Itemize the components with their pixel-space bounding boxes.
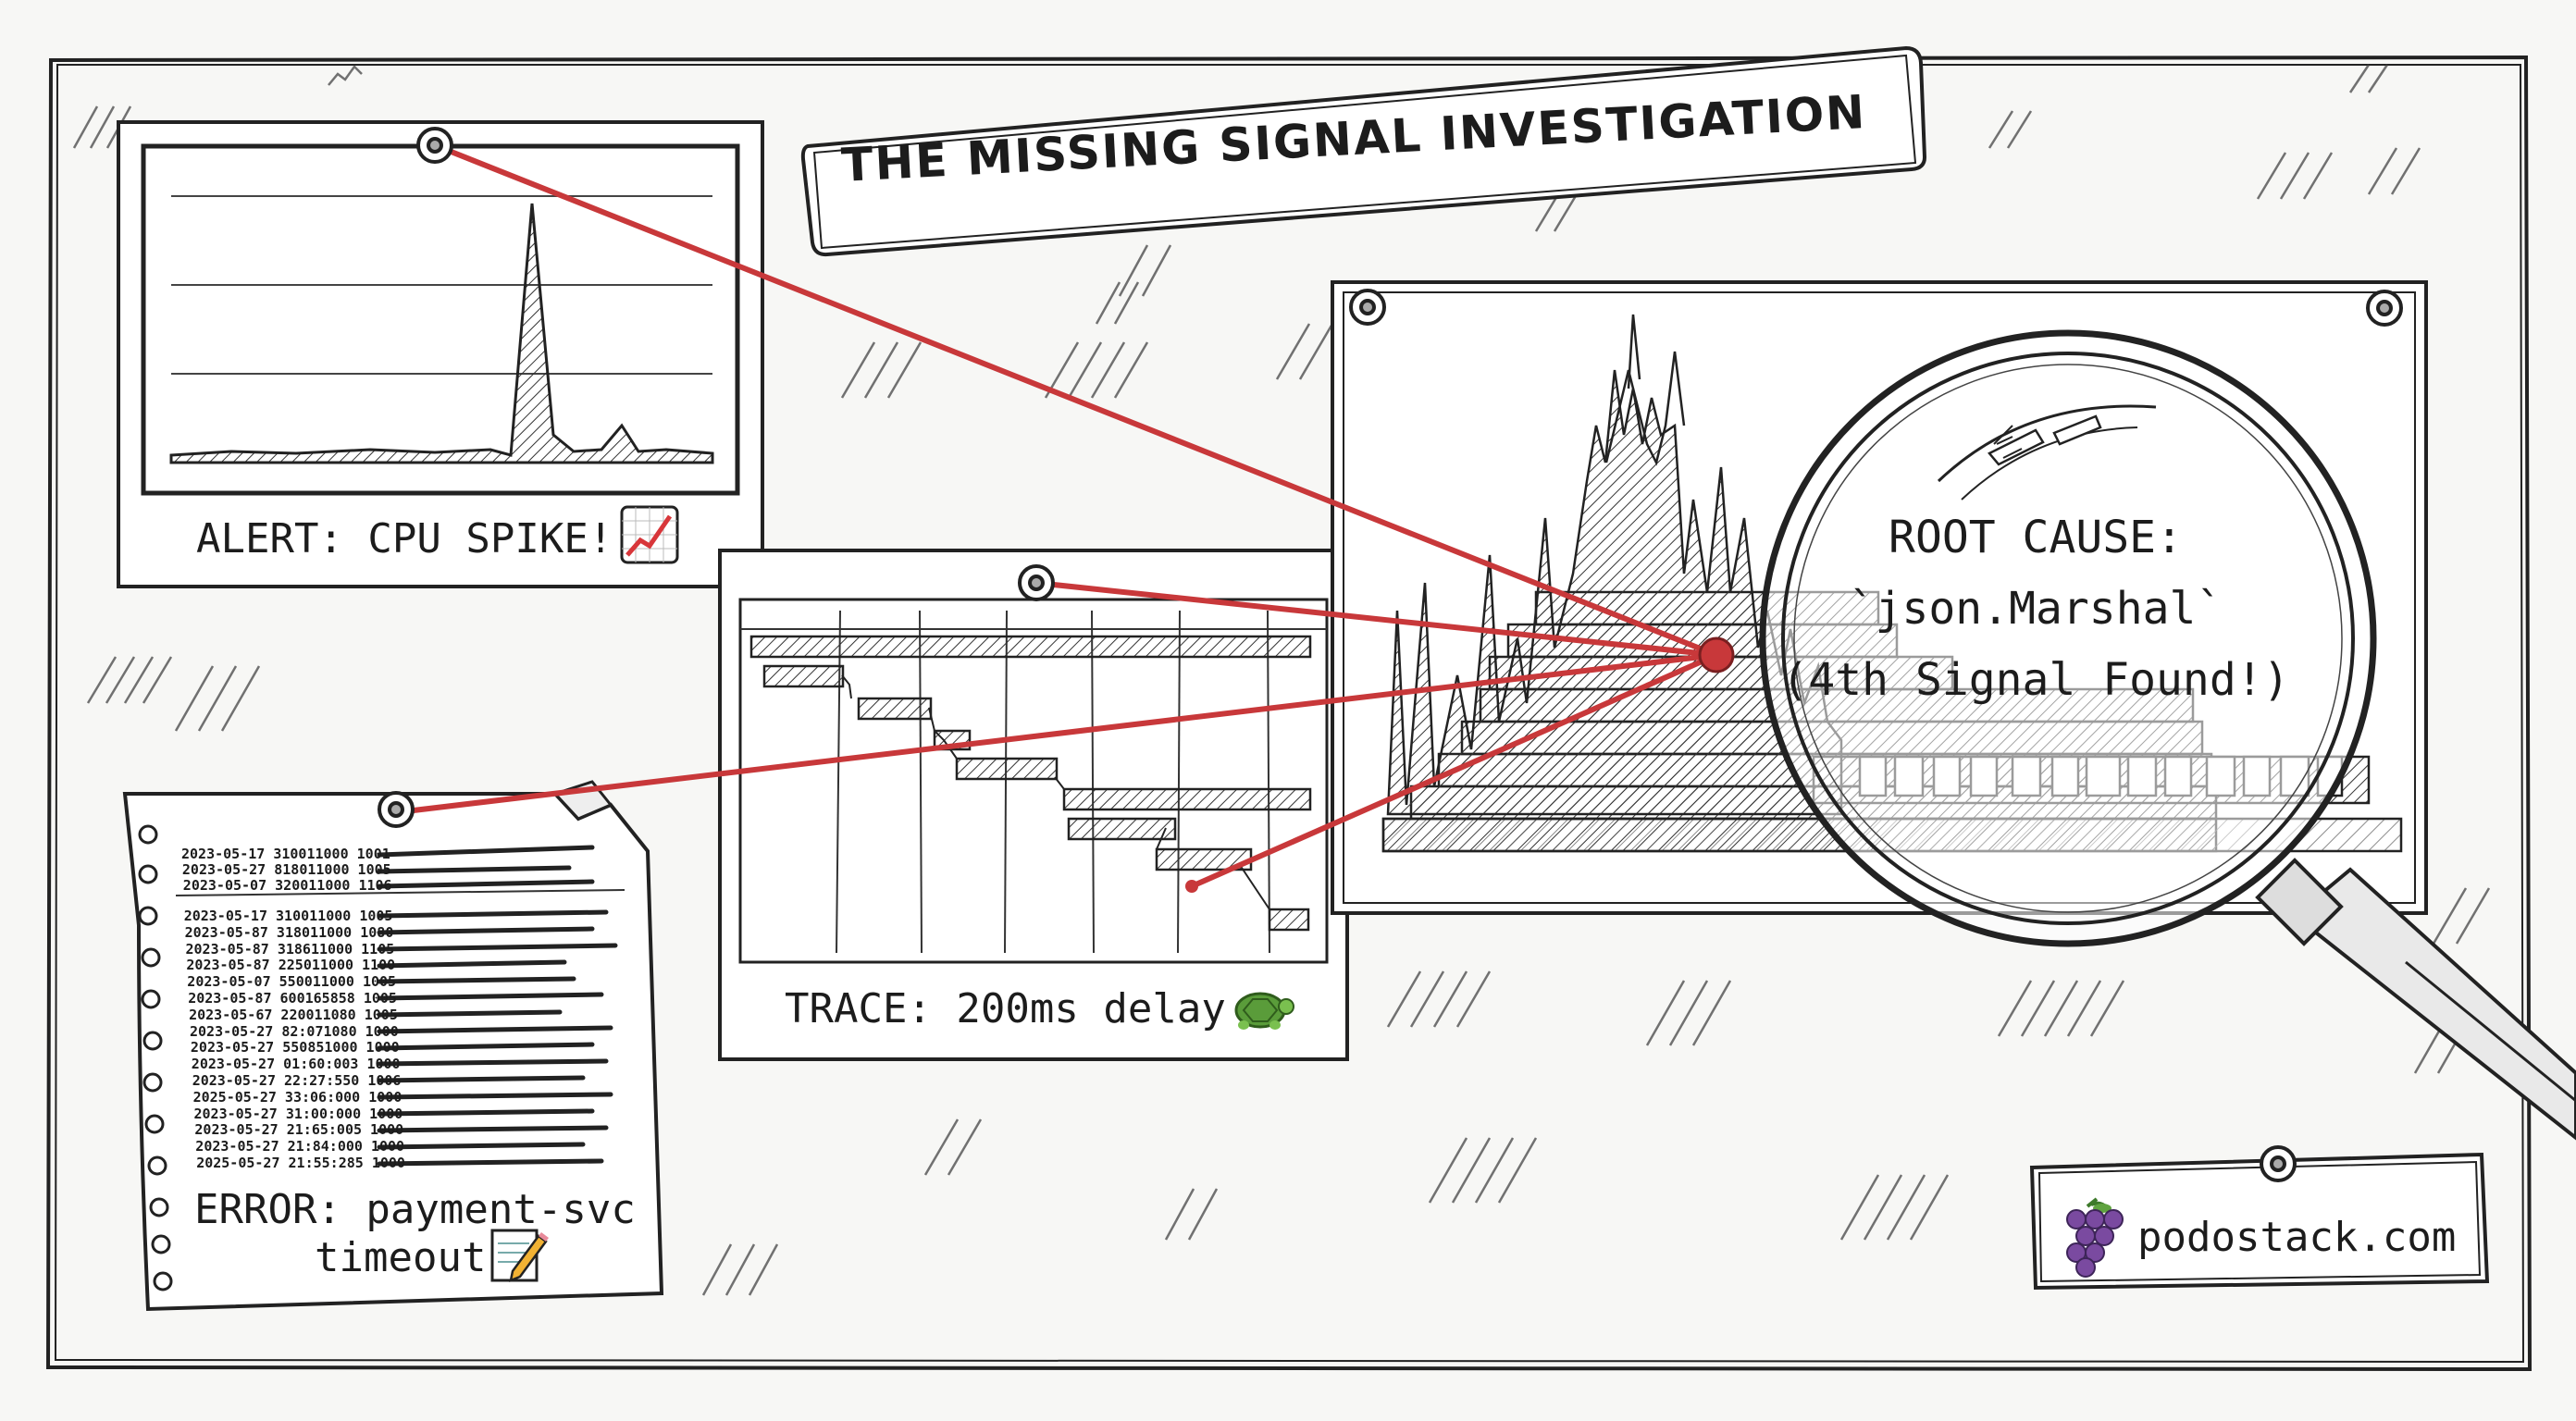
brand-link[interactable]: podostack.com [2137, 1214, 2456, 1261]
root-cause-function: `json.Marshal` [1712, 583, 2359, 635]
log-line: 2023-05-27 31:00:000 1000 [194, 1106, 403, 1122]
log-line: 2023-05-07 550011000 1005 [187, 973, 396, 990]
trace-panel [720, 550, 1347, 1059]
log-line: 2023-05-17 310011000 1001 [181, 846, 390, 862]
magnifying-glass-icon [1763, 333, 2576, 1138]
root-cause-note: (4th Signal Found!) [1712, 654, 2359, 706]
log-line: 2023-05-27 550851000 1000 [191, 1039, 400, 1056]
log-line: 2023-05-87 318611000 1105 [186, 941, 395, 958]
log-line: 2023-05-87 600165858 1005 [188, 990, 397, 1007]
log-line: 2023-05-27 21:65:005 1000 [194, 1121, 403, 1138]
log-line: 2023-05-27 82:071080 1000 [190, 1023, 399, 1040]
chart-increasing-icon [622, 507, 677, 562]
log-line: 2023-05-27 818011000 1005 [182, 861, 391, 878]
log-line: 2025-05-27 33:06:000 1000 [193, 1089, 402, 1106]
log-line: 2025-05-27 21:55:285 1000 [196, 1155, 405, 1171]
log-line: 2023-05-27 22:27:550 1006 [192, 1072, 402, 1089]
root-cause-title: ROOT CAUSE: [1712, 512, 2359, 563]
log-line: 2023-05-27 21:84:000 1000 [195, 1138, 404, 1155]
alert-label: ALERT: CPU SPIKE! [196, 515, 613, 562]
log-line: 2023-05-27 01:60:003 1000 [192, 1056, 401, 1072]
log-line: 2023-05-87 225011000 1100 [186, 957, 395, 973]
log-line: 2023-05-87 318011000 1080 [185, 924, 394, 941]
error-label-line1: ERROR: payment-svc [194, 1186, 636, 1233]
log-line: 2023-05-07 320011000 1106 [183, 877, 392, 894]
log-line: 2023-05-17 310011000 1005 [184, 908, 393, 924]
trace-label: TRACE: 200ms delay [785, 985, 1226, 1032]
error-label-line2: timeout [315, 1234, 486, 1281]
log-line: 2023-05-67 220011080 1005 [189, 1007, 398, 1023]
